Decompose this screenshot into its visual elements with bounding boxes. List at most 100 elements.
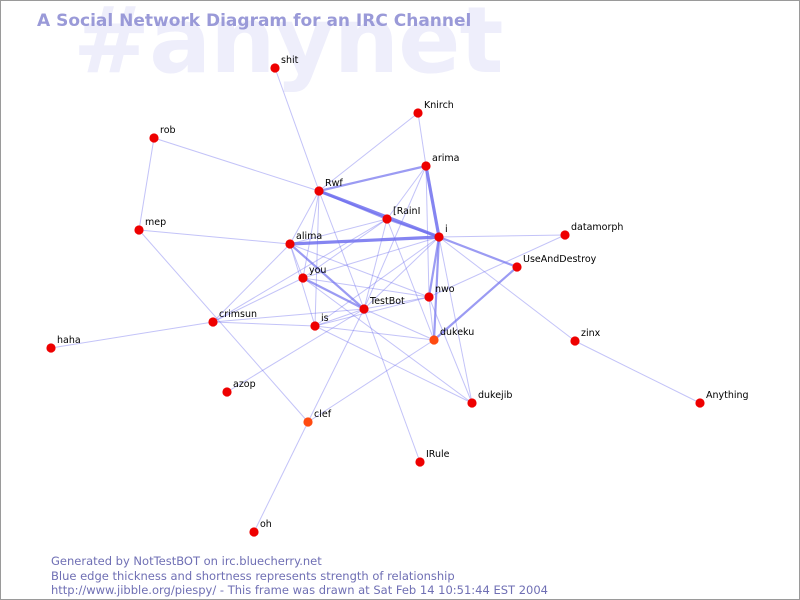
diagram-title: A Social Network Diagram for an IRC Chan… [37,11,472,31]
node-dot[interactable] [382,214,392,224]
edge-i-UseAndDestroy [438,235,518,269]
node-IRule[interactable]: IRule [415,449,450,467]
node-dot[interactable] [46,343,56,353]
edge-you-TestBot [302,277,365,310]
edge-alima-is [289,243,316,327]
edge-layer [50,67,701,533]
edge-TestBot-nwo [363,296,430,310]
node-dot[interactable] [424,292,434,302]
node-you[interactable]: you [298,265,326,283]
node-is[interactable]: is [310,313,329,331]
node-label: you [309,265,326,276]
node-dot[interactable] [303,417,313,427]
node-dukejib[interactable]: dukejib [467,390,512,408]
node-alima[interactable]: alima [285,231,322,249]
edge-rob-mep [138,137,155,231]
node-dot[interactable] [134,225,144,235]
node-oh[interactable]: oh [249,519,272,537]
node-dot[interactable] [285,239,295,249]
edge-TestBot-dukeku [363,308,435,341]
edge-mep-clef [138,229,309,423]
node-shit[interactable]: shit [270,55,299,73]
edge-TestBot-clef [307,308,365,423]
node-label: zinx [581,328,601,339]
edge-Knirch-Rwf [318,112,419,192]
edge-i-datamorph [438,234,566,238]
edge-datamorph-nwo [428,234,566,298]
edge-Rwf-you [302,190,320,279]
edge-dukeku-clef [307,339,435,423]
edge-clef-oh [253,421,309,533]
node-dot[interactable] [270,63,280,73]
node-dot[interactable] [413,108,423,118]
edge-alima-you [289,243,304,279]
edge-TestBot-crimsun [212,308,365,323]
node-azop[interactable]: azop [222,379,256,397]
node-mep[interactable]: mep [134,217,166,235]
node-label: datamorph [571,222,623,233]
edge-IRainI-i [386,217,440,239]
node-dot[interactable] [421,161,431,171]
node-i[interactable]: i [434,224,448,242]
edge-is-dukejib [314,325,473,404]
node-dot[interactable] [695,398,705,408]
node-clef[interactable]: clef [303,409,332,427]
edge-Rwf-TestBot [318,190,365,310]
node-dot[interactable] [208,317,218,327]
node-zinx[interactable]: zinx [570,328,601,346]
node-label: mep [145,217,166,228]
node-arima[interactable]: arima [421,153,459,171]
node-haha[interactable]: haha [46,335,81,353]
node-dot[interactable] [359,304,369,314]
edge-is-dukeku [314,325,435,341]
node-label: TestBot [369,296,405,307]
node-label: Rwf [325,178,343,189]
footer: Generated by NotTestBOT on irc.bluecherr… [51,554,548,598]
node-dot[interactable] [570,336,580,346]
node-dot[interactable] [415,457,425,467]
node-dot[interactable] [149,133,159,143]
node-crimsun[interactable]: crimsun [208,309,257,327]
edge-Knirch-arima [417,112,427,167]
node-datamorph[interactable]: datamorph [560,222,623,240]
node-label: UseAndDestroy [523,254,597,265]
node-dot[interactable] [310,321,320,331]
node-label: clef [314,409,332,420]
edge-TestBot-is [314,308,365,327]
node-dot[interactable] [560,230,570,240]
node-label: shit [281,55,299,66]
node-dot[interactable] [429,335,439,345]
node-dot[interactable] [467,398,477,408]
node-dot[interactable] [434,232,444,242]
edge-i-is [314,236,440,327]
edge-zinx-Anything [574,340,701,404]
node-Knirch[interactable]: Knirch [413,100,454,118]
node-IRainI[interactable]: [RainI [382,206,420,224]
edge-arima-nwo [425,165,430,298]
footer-legend-note: Blue edge thickness and shortness repres… [51,568,455,583]
node-label: dukeku [440,327,474,338]
edge-shit-Rwf [274,67,320,192]
node-UseAndDestroy[interactable]: UseAndDestroy [512,254,597,272]
node-TestBot[interactable]: TestBot [359,296,405,314]
node-rob[interactable]: rob [149,125,176,143]
node-dukeku[interactable]: dukeku [429,327,474,345]
node-Rwf[interactable]: Rwf [314,178,343,196]
node-dot[interactable] [512,262,522,272]
node-dot[interactable] [314,186,324,196]
edge-you-dukejib [302,277,473,404]
node-nwo[interactable]: nwo [424,284,455,302]
edge-i-you [302,236,440,279]
edge-IRainI-crimsun [212,218,388,323]
node-label: nwo [435,284,455,295]
node-dot[interactable] [298,273,308,283]
node-dot[interactable] [222,387,232,397]
edge-UseAndDestroy-dukeku [433,266,518,341]
node-Anything[interactable]: Anything [695,390,749,408]
edge-alima-crimsun [212,243,291,323]
node-dot[interactable] [249,527,259,537]
node-label: dukejib [478,390,512,401]
edge-TestBot-azop [226,308,365,393]
edge-arima-i [424,165,441,238]
